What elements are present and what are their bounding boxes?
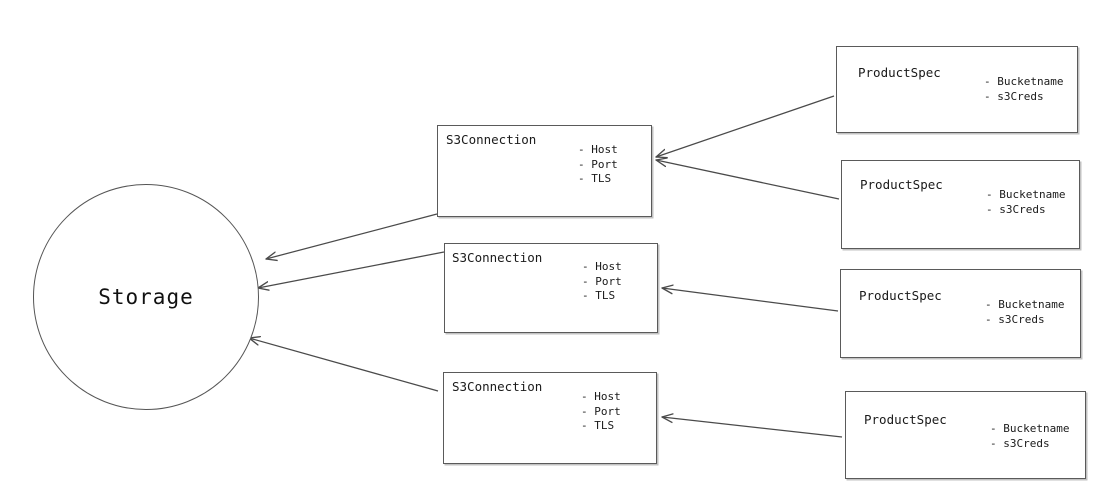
storage-label: Storage xyxy=(98,285,194,309)
productspec-title-3: ProductSpec xyxy=(859,288,942,303)
edge-spec2-to-conn1 xyxy=(656,160,840,200)
productspec-title-4: ProductSpec xyxy=(864,412,947,427)
s3connection-fields-3: - Host - Port - TLS xyxy=(581,390,621,432)
s3connection-box-2[interactable] xyxy=(444,243,658,333)
edge-spec1-to-conn1 xyxy=(656,95,835,157)
productspec-fields-3: - Bucketname - s3Creds xyxy=(985,298,1065,326)
productspec-title-1: ProductSpec xyxy=(858,65,941,80)
productspec-title-2: ProductSpec xyxy=(860,177,943,192)
s3connection-title-1: S3Connection xyxy=(446,132,537,147)
edge-conn1-to-storage xyxy=(266,213,438,259)
storage-node[interactable] xyxy=(33,184,259,410)
productspec-box-4[interactable] xyxy=(845,391,1086,479)
productspec-fields-2: - Bucketname - s3Creds xyxy=(986,188,1066,216)
edge-conn2-to-storage xyxy=(258,251,445,288)
productspec-fields-1: - Bucketname - s3Creds xyxy=(984,75,1064,103)
s3connection-box-1[interactable] xyxy=(437,125,652,217)
productspec-box-2[interactable] xyxy=(841,160,1080,249)
productspec-box-1[interactable] xyxy=(836,46,1078,133)
s3connection-title-3: S3Connection xyxy=(452,379,543,394)
productspec-box-3[interactable] xyxy=(840,269,1081,358)
edge-spec3-to-conn2 xyxy=(662,288,839,312)
edge-spec4-to-conn3 xyxy=(662,417,843,438)
productspec-fields-4: - Bucketname - s3Creds xyxy=(990,422,1070,450)
s3connection-title-2: S3Connection xyxy=(452,250,543,265)
s3connection-box-3[interactable] xyxy=(443,372,657,464)
s3connection-fields-1: - Host - Port - TLS xyxy=(578,143,618,185)
s3connection-fields-2: - Host - Port - TLS xyxy=(582,260,622,302)
edge-conn3-to-storage xyxy=(249,338,439,392)
